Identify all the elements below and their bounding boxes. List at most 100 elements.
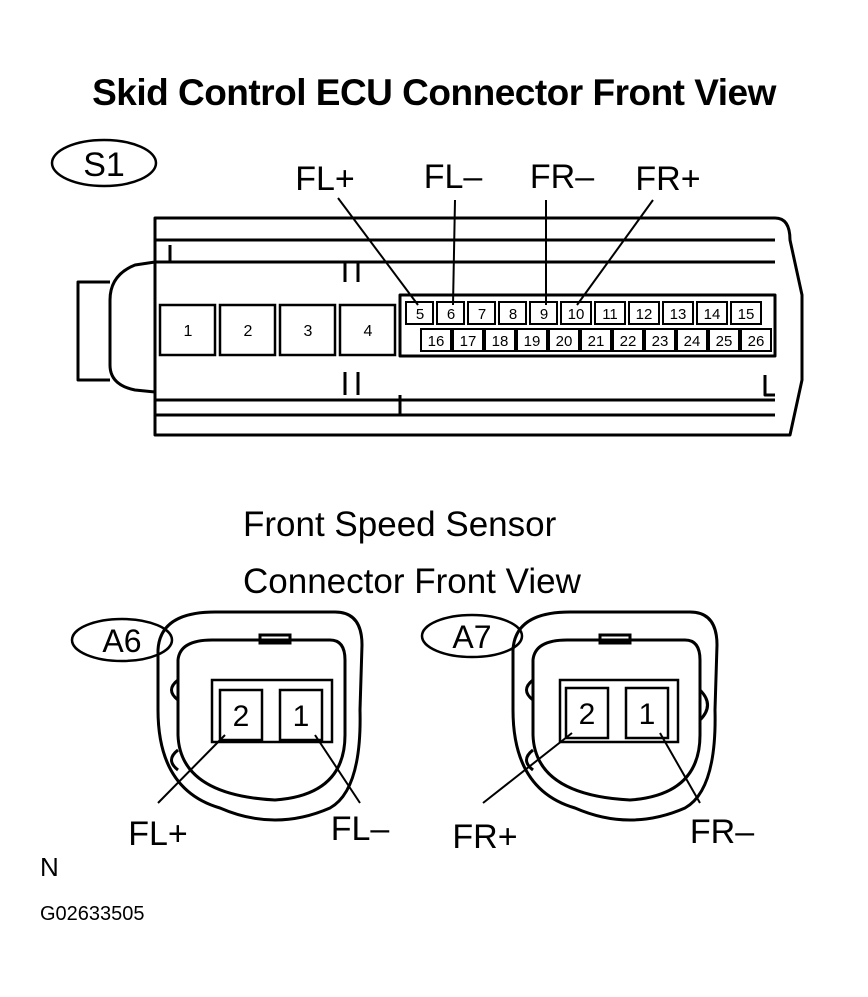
ecu-pin-24-box [676,328,708,352]
sensor-a7 [511,610,719,822]
sensor-a6-fl-minus: FL– [331,810,390,848]
ecu-pin-19-box [516,328,548,352]
ecu-rail-top [168,245,360,282]
ecu-callout-label: FL– [424,158,483,196]
ecu-pin-label: 1 [184,323,193,340]
ecu-pin-4-box [338,303,397,357]
ecu-pin-label: 20 [556,333,573,350]
callout-line-a6-pin2 [157,734,226,804]
ecu-pin-label: 8 [509,306,517,323]
ecu-pin-5-box [405,301,434,325]
ecu-pin-11-box [594,301,626,325]
ecu-pin-8-box [498,301,527,325]
ecu-pin-label: 26 [748,333,765,350]
callout-line-fr-plus [576,199,654,306]
ecu-code-badge [50,138,158,188]
ecu-pin-label: 13 [670,306,687,323]
ecu-pin-frame [398,293,777,358]
ecu-pin-15-box [730,301,762,325]
ecu-callout-label: FR+ [635,160,700,198]
ecu-pin-label: 25 [716,333,733,350]
note-n: N [40,852,59,882]
sensor-a6-housing [156,610,364,822]
ecu-pin-label: 2 [244,323,253,340]
sensor-a6-key [258,633,292,645]
ecu-pin-10-box [560,301,592,325]
ecu-pin-1-box [158,303,217,357]
ecu-pin-label: 21 [588,333,605,350]
ecu-code: S1 [83,146,125,184]
figure-id: G02633505 [40,903,145,925]
sensor-a7-pin-2-box [564,686,610,740]
sensor-a7-code-badge [420,613,524,659]
diagram-title: Skid Control ECU Connector Front View [92,72,776,113]
sensor-a7-fr-minus: FR– [690,813,754,851]
sensor-a6 [156,610,364,822]
ecu-right-notch [763,375,775,397]
sensor-title-line2: Connector Front View [243,562,581,601]
ecu-housing-inner-top [155,238,775,264]
sensor-a7-inner [531,638,702,802]
ecu-callout-label: FR– [530,158,594,196]
ecu-pin-14-box [696,301,728,325]
ecu-pin-2-box [218,303,277,357]
ecu-pin-12-box [628,301,660,325]
ecu-pin-18-box [484,328,516,352]
sensor-a6-pin-1-label: 1 [293,700,310,733]
ecu-pin-label: 10 [568,306,585,323]
ecu-rail-bottom [343,372,402,415]
ecu-pin-label: 22 [620,333,637,350]
ecu-pin-17-box [452,328,484,352]
sensor-a7-lug-right [698,688,709,722]
sensor-a7-pin-housing [558,678,680,744]
ecu-pin-label: 9 [540,306,548,323]
sensor-a7-key [598,633,632,645]
sensor-a7-pin-1-box [624,686,670,740]
ecu-pin-9-box [529,301,558,325]
sensor-a6-pin-2-box [218,688,264,742]
ecu-pin-label: 18 [492,333,509,350]
ecu-left-tab [108,260,156,394]
ecu-callout-label: FL+ [295,160,355,198]
ecu-pin-13-box [662,301,694,325]
sensor-a6-pin-housing [210,678,334,744]
sensor-a6-fl-plus: FL+ [128,815,188,853]
callout-line-fl-minus [452,199,456,306]
sensor-a6-pin-1-box [278,688,324,742]
callout-line-a7-pin2 [482,732,573,804]
ecu-pin-label: 24 [684,333,701,350]
sensor-a6-lug-left [170,678,179,772]
ecu-pin-22-box [612,328,644,352]
ecu-pin-26-box [740,328,772,352]
ecu-pin-7-box [467,301,496,325]
callout-line-fl-plus [337,197,419,306]
ecu-pin-21-box [580,328,612,352]
ecu-pin-label: 14 [704,306,721,323]
ecu-pin-label: 6 [447,306,455,323]
ecu-housing-inner-bottom [155,398,775,417]
ecu-pin-label: 11 [602,306,618,323]
sensor-a7-pin-1-label: 1 [639,698,656,731]
ecu-pin-label: 23 [652,333,669,350]
sensor-a6-code-badge [70,617,174,663]
sensor-a7-fr-plus: FR+ [452,818,517,856]
sensor-a6-inner [176,638,347,802]
ecu-pin-label: 17 [460,333,477,350]
callout-line-a7-pin1 [659,732,701,804]
ecu-pin-label: 3 [304,323,313,340]
ecu-pin-16-box [420,328,452,352]
ecu-pin-label: 15 [738,306,755,323]
sensor-a6-pin-2-label: 2 [233,700,250,733]
ecu-pin-label: 4 [364,323,373,340]
sensor-a7-lug-left [525,678,534,772]
ecu-housing-outline [153,216,804,437]
sensor-a7-pin-2-label: 2 [579,698,596,731]
ecu-pin-25-box [708,328,740,352]
ecu-pin-label: 16 [428,333,445,350]
ecu-pin-23-box [644,328,676,352]
ecu-pin-label: 5 [416,306,424,323]
ecu-pin-label: 12 [636,306,653,323]
sensor-a7-code: A7 [452,619,491,655]
ecu-pin-6-box [436,301,465,325]
ecu-pin-label: 19 [524,333,541,350]
